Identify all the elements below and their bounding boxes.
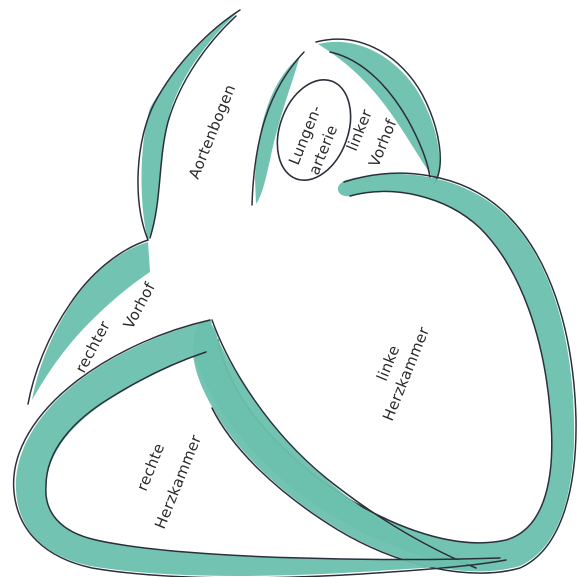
label-right-ventricle-line1: rechte	[133, 441, 168, 494]
label-aortic-arch: Aortenbogen	[185, 82, 239, 182]
